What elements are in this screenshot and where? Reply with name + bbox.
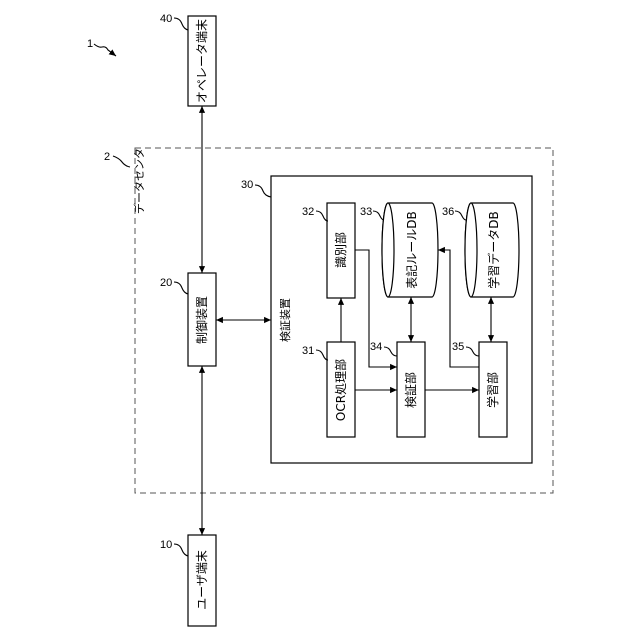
verification-unit-label: 検証部 [403, 372, 418, 408]
user-terminal-ref: 10 [160, 539, 172, 551]
learning-data-db-ref: 36 [442, 206, 454, 218]
user-terminal-label: ユーザ端末 [195, 550, 209, 610]
control-device-ref: 20 [160, 277, 172, 289]
learning-data-db[interactable]: 学習データDB [465, 203, 519, 297]
learning-data-db-top [465, 203, 477, 297]
notation-rule-db-top [382, 203, 394, 297]
ocr-unit-ref: 31 [302, 345, 314, 357]
ocr-unit-label: OCR処理部 [333, 359, 348, 421]
notation-rule-db-ref: 33 [360, 206, 372, 218]
identification-unit-ref: 32 [302, 206, 314, 218]
learning-unit-ref: 35 [452, 341, 464, 353]
data-center-leader [113, 156, 130, 167]
verification-unit-ref: 34 [370, 341, 382, 353]
learning-data-db-label: 学習データDB [486, 211, 501, 288]
notation-rule-db-label: 表記ルールDB [404, 211, 419, 288]
control-device-label: 制御装置 [194, 296, 209, 344]
identification-unit-label: 識別部 [333, 232, 348, 268]
operator-terminal-label: オペレータ端末 [195, 19, 209, 103]
operator-terminal-leader [174, 18, 188, 30]
control-device-leader [174, 282, 188, 294]
verification-device-ref: 30 [241, 179, 253, 191]
learning-unit-label: 学習部 [485, 372, 500, 408]
data-center-label: データセンタ [132, 148, 146, 214]
figure-ref-leader [94, 44, 116, 56]
notation-rule-db[interactable]: 表記ルールDB [382, 203, 438, 297]
verification-device-label: 検証装置 [278, 298, 292, 342]
operator-terminal-ref: 40 [160, 13, 172, 25]
verification-device-leader [255, 185, 271, 197]
figure-ref: 1 [87, 38, 93, 50]
user-terminal-leader [174, 544, 188, 556]
data-center-ref: 2 [104, 151, 110, 163]
